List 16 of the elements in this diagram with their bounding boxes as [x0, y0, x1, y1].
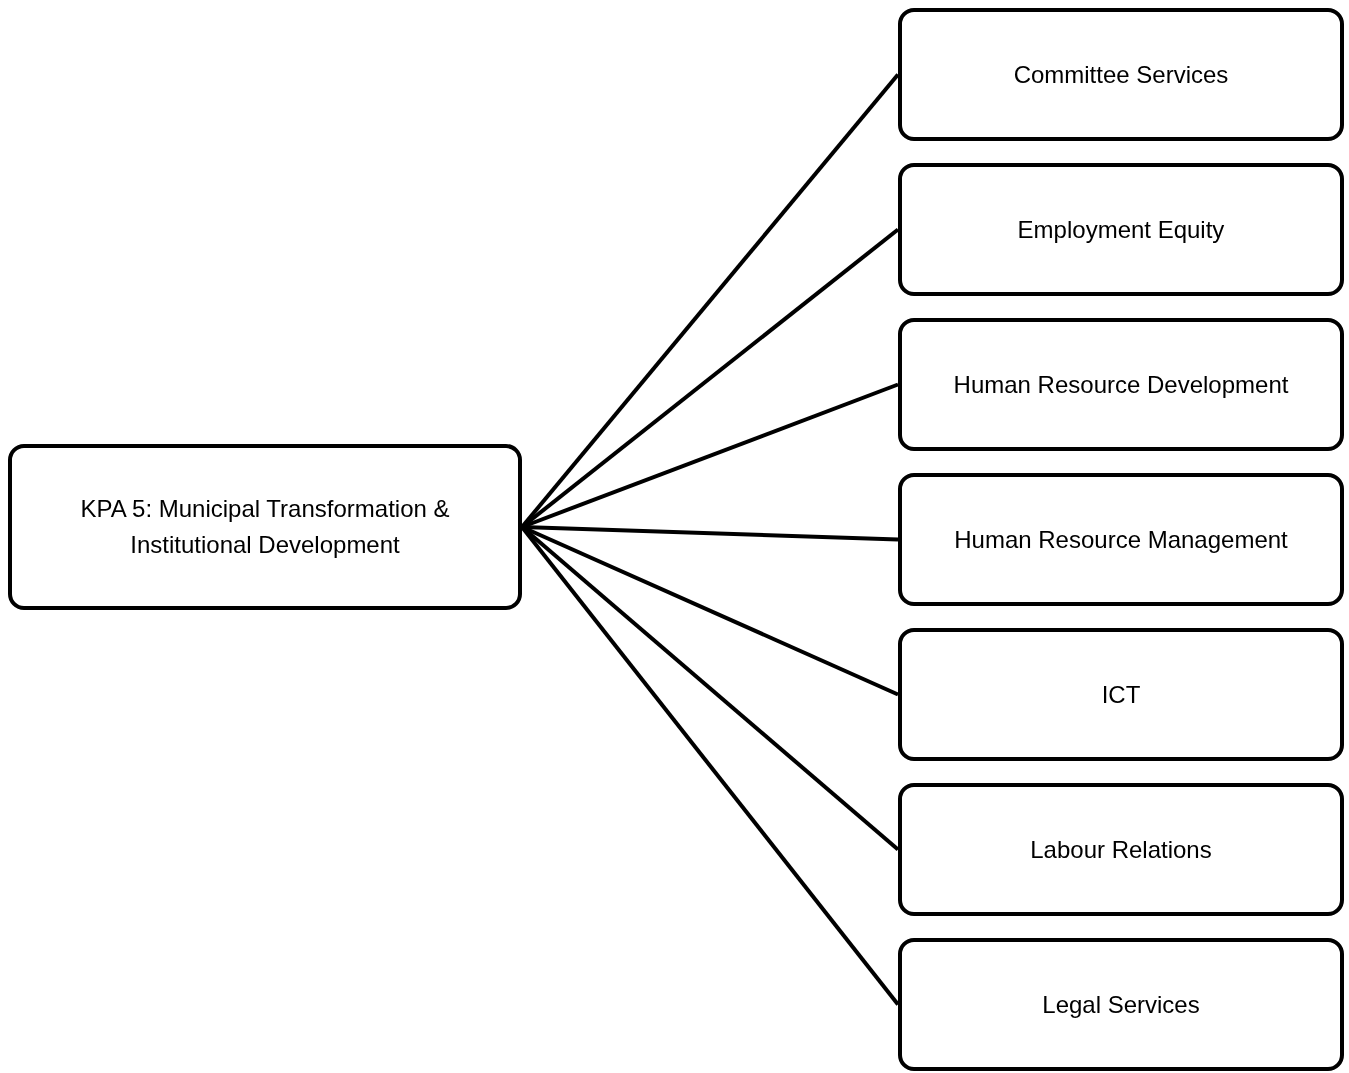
category-box [898, 628, 1344, 761]
box-label: Legal Services [1042, 989, 1200, 1020]
category-box [898, 473, 1344, 606]
box-label: Human Resource Management [954, 524, 1288, 555]
box-label: Employment Equity [1017, 214, 1225, 245]
category-box [898, 8, 1344, 141]
category-box [898, 163, 1344, 296]
box-label: Committee Services [1013, 59, 1229, 90]
box-label: KPA 5: Municipal Transformation & Institutional Development [79, 494, 451, 560]
root-box [8, 444, 522, 610]
box-label: Human Resource Development [953, 369, 1289, 400]
category-box [898, 318, 1344, 451]
box-label: Labour Relations [1030, 834, 1212, 865]
category-box [898, 938, 1344, 1071]
category-box [898, 783, 1344, 916]
box-label: ICT [1101, 679, 1141, 710]
